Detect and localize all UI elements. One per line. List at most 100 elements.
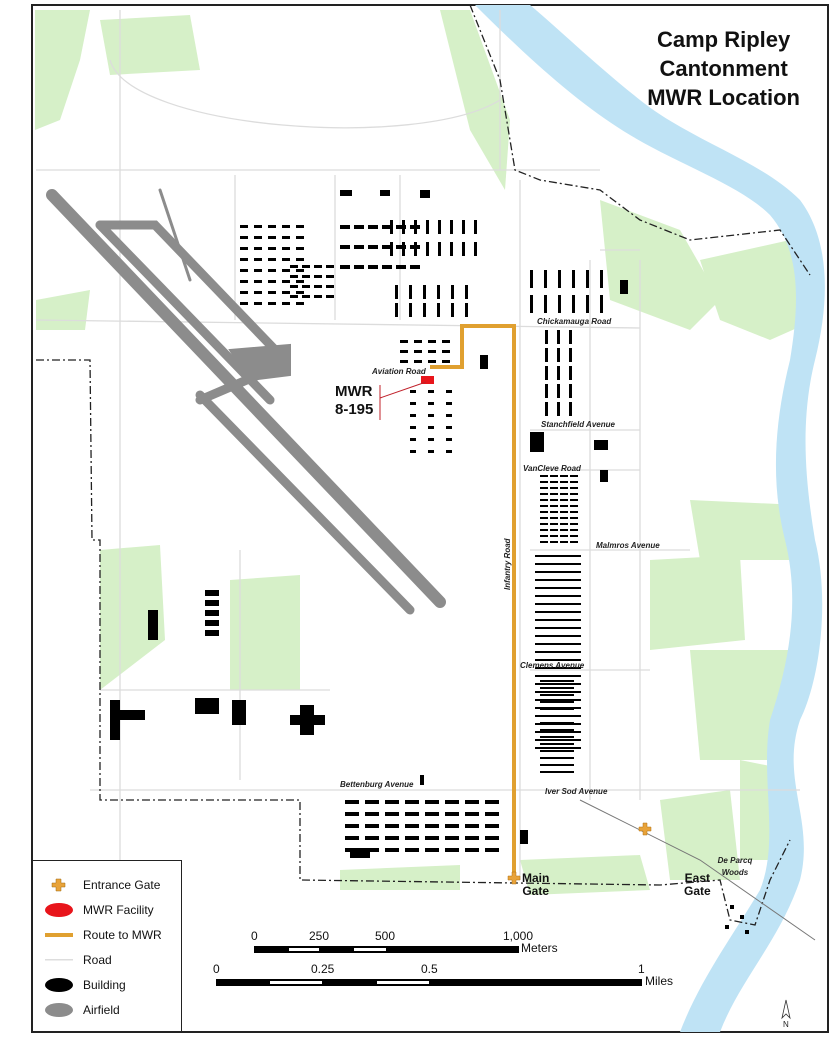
airfield bbox=[46, 188, 446, 615]
building bbox=[354, 225, 364, 229]
building bbox=[240, 236, 248, 239]
building bbox=[543, 635, 557, 637]
building bbox=[426, 242, 429, 256]
building bbox=[551, 699, 565, 701]
building bbox=[282, 269, 290, 272]
building bbox=[485, 848, 499, 852]
building bbox=[548, 764, 558, 766]
building bbox=[296, 225, 304, 228]
building bbox=[474, 242, 477, 256]
building bbox=[405, 836, 419, 840]
building bbox=[569, 402, 572, 416]
building bbox=[556, 694, 566, 696]
building bbox=[396, 225, 406, 229]
route-line-icon bbox=[45, 933, 73, 937]
building bbox=[268, 247, 276, 250]
building bbox=[551, 611, 565, 613]
building bbox=[254, 291, 262, 294]
building bbox=[282, 236, 290, 239]
building bbox=[564, 722, 574, 724]
building bbox=[564, 687, 574, 689]
building bbox=[567, 747, 581, 749]
building bbox=[410, 438, 416, 441]
legend: Entrance Gate MWR Facility Route to MWR … bbox=[33, 860, 182, 1031]
building bbox=[556, 764, 566, 766]
building bbox=[548, 708, 558, 710]
building bbox=[340, 225, 350, 229]
building bbox=[438, 220, 441, 234]
building bbox=[564, 736, 574, 738]
building bbox=[548, 722, 558, 724]
building bbox=[560, 529, 568, 531]
building bbox=[425, 836, 439, 840]
building bbox=[535, 555, 549, 557]
building bbox=[570, 529, 578, 531]
building bbox=[556, 743, 566, 745]
building bbox=[405, 800, 419, 804]
building bbox=[290, 275, 298, 278]
building bbox=[442, 360, 450, 363]
building bbox=[326, 275, 334, 278]
building bbox=[567, 651, 581, 653]
building bbox=[540, 729, 550, 731]
building bbox=[556, 722, 566, 724]
road-line-icon bbox=[45, 959, 73, 961]
road-label-infantry: Infantry Road bbox=[503, 537, 512, 590]
building bbox=[410, 450, 416, 453]
building bbox=[232, 700, 246, 725]
building bbox=[535, 691, 549, 693]
building bbox=[465, 824, 479, 828]
building bbox=[326, 285, 334, 288]
building bbox=[446, 390, 452, 393]
building bbox=[545, 330, 548, 344]
building bbox=[559, 659, 573, 661]
building bbox=[396, 265, 406, 269]
building bbox=[240, 280, 248, 283]
building bbox=[540, 475, 548, 477]
building bbox=[560, 517, 568, 519]
building bbox=[570, 517, 578, 519]
building bbox=[120, 710, 145, 720]
building bbox=[543, 667, 557, 669]
building bbox=[296, 280, 304, 283]
building bbox=[543, 747, 557, 749]
building bbox=[426, 220, 429, 234]
building bbox=[535, 699, 549, 701]
building bbox=[400, 350, 408, 353]
building bbox=[551, 739, 565, 741]
building bbox=[740, 915, 744, 919]
building bbox=[535, 643, 549, 645]
building bbox=[428, 402, 434, 405]
building bbox=[559, 731, 573, 733]
main-gate-line-2: Gate bbox=[522, 884, 550, 898]
building bbox=[428, 390, 434, 393]
building bbox=[254, 225, 262, 228]
building bbox=[425, 848, 439, 852]
cantonment-boundary bbox=[36, 4, 811, 926]
building bbox=[620, 280, 628, 294]
building bbox=[410, 390, 416, 393]
building bbox=[600, 270, 603, 288]
building bbox=[535, 579, 549, 581]
road-label-iversod: Iver Sod Avenue bbox=[545, 787, 608, 796]
building bbox=[474, 220, 477, 234]
building bbox=[559, 651, 573, 653]
building bbox=[450, 220, 453, 234]
building bbox=[530, 432, 544, 452]
building bbox=[550, 535, 558, 537]
building bbox=[543, 571, 557, 573]
building bbox=[550, 529, 558, 531]
mwr-facility-marker[interactable] bbox=[421, 376, 434, 384]
building bbox=[428, 450, 434, 453]
legend-road: Road bbox=[33, 950, 181, 970]
building bbox=[368, 225, 378, 229]
building bbox=[540, 715, 550, 717]
airfield-ellipse-icon bbox=[45, 1003, 73, 1017]
building bbox=[540, 764, 550, 766]
building bbox=[451, 303, 454, 317]
building bbox=[396, 245, 406, 249]
building bbox=[572, 295, 575, 313]
scale-m-tick: 1,000 bbox=[503, 929, 534, 943]
building bbox=[240, 225, 248, 228]
building bbox=[282, 280, 290, 283]
